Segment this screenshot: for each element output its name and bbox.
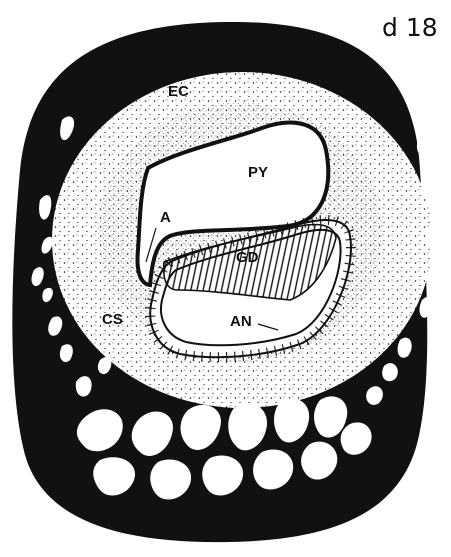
label-cs: CS (102, 311, 123, 328)
label-gd: GD (236, 249, 259, 266)
label-py: PY (248, 164, 268, 181)
stage-label: d 18 (382, 13, 438, 42)
label-an: AN (230, 313, 252, 330)
label-a: A (160, 209, 171, 226)
label-ec: EC (168, 83, 189, 100)
